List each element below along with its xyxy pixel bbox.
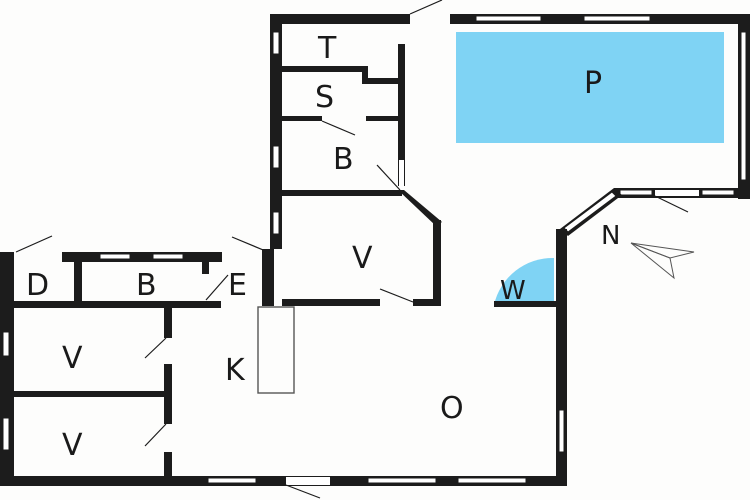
room-label-e: E: [228, 268, 247, 303]
room-label-b-upper: B: [333, 142, 354, 177]
compass-label-n: N: [601, 221, 620, 251]
room-label-t: T: [317, 31, 337, 66]
room-label-v-left-bottom: V: [62, 428, 83, 463]
wardrobe-area: [494, 257, 554, 305]
room-label-b-lower: B: [136, 268, 157, 303]
pool-area: [456, 32, 724, 143]
room-label-d: D: [26, 268, 49, 303]
kitchen-counter: [257, 306, 295, 394]
room-label-o: O: [440, 391, 464, 426]
room-label-s: S: [315, 80, 334, 115]
room-label-w: W: [500, 276, 526, 306]
north-arrow-icon: [630, 242, 695, 280]
room-label-k: K: [225, 353, 246, 388]
room-label-v-middle: V: [352, 241, 373, 276]
room-label-p: P: [584, 66, 602, 101]
room-label-v-left-top: V: [62, 341, 83, 376]
